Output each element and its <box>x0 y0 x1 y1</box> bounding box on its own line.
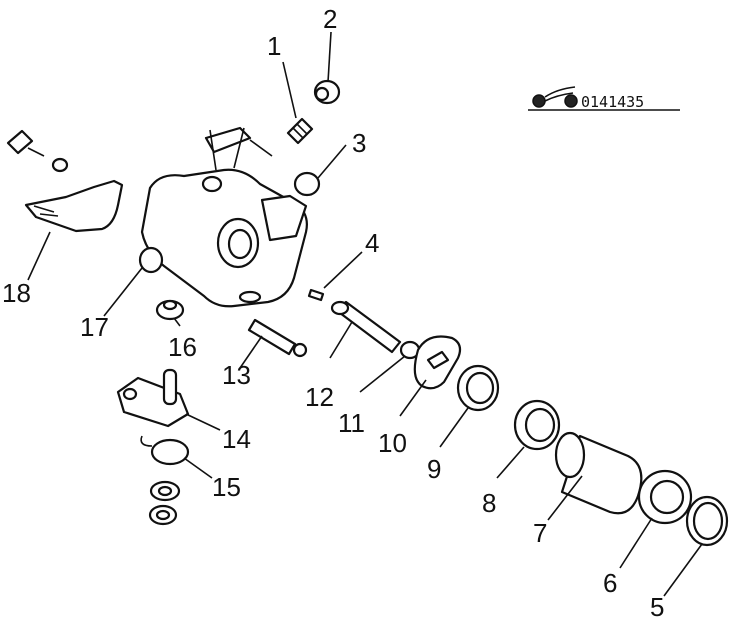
retaining-ring-inner <box>524 407 556 443</box>
callout-12: 12 <box>305 382 334 412</box>
callout-16: 16 <box>168 332 197 362</box>
callout-4: 4 <box>365 228 379 258</box>
callout-8: 8 <box>482 488 496 518</box>
spring <box>138 246 164 274</box>
reference-mark: 0141435 <box>528 86 680 111</box>
callout-18: 18 <box>2 278 31 308</box>
dust-boot-inner <box>649 479 685 515</box>
reference-code: 0141435 <box>581 93 644 111</box>
small-pin <box>307 288 325 302</box>
callout-5: 5 <box>650 592 664 622</box>
callout-2: 2 <box>323 4 337 34</box>
callout-11: 11 <box>338 408 365 438</box>
return-spring <box>140 435 190 466</box>
callout-13: 13 <box>222 360 251 390</box>
callout-15: 15 <box>212 472 241 502</box>
leader-lines <box>27 31 703 597</box>
callout-labels: 1 2 3 4 5 6 7 8 9 10 11 12 13 14 15 16 1… <box>2 4 664 622</box>
guide-boot <box>293 171 321 197</box>
callout-10: 10 <box>378 428 407 458</box>
snap-ring-inner <box>692 501 724 541</box>
caliper-body <box>140 126 308 308</box>
parking-lever <box>116 368 190 428</box>
guide-pin <box>247 318 308 358</box>
callout-3: 3 <box>352 128 366 158</box>
callout-1: 1 <box>267 31 281 61</box>
bleeder-cap <box>313 79 341 105</box>
piston <box>554 431 643 515</box>
callout-17: 17 <box>80 312 109 342</box>
retainer-plate <box>413 335 462 390</box>
callout-7: 7 <box>533 518 547 548</box>
washer-stack <box>148 480 181 526</box>
callout-9: 9 <box>427 454 441 484</box>
bracket <box>24 179 124 233</box>
bracket-bolt <box>6 129 69 173</box>
nut <box>155 299 185 321</box>
callout-14: 14 <box>222 424 251 454</box>
bleeder-screw <box>286 117 314 145</box>
piston-seal-inner <box>465 371 495 405</box>
callout-6: 6 <box>603 568 617 598</box>
adjuster-screw <box>330 300 402 354</box>
